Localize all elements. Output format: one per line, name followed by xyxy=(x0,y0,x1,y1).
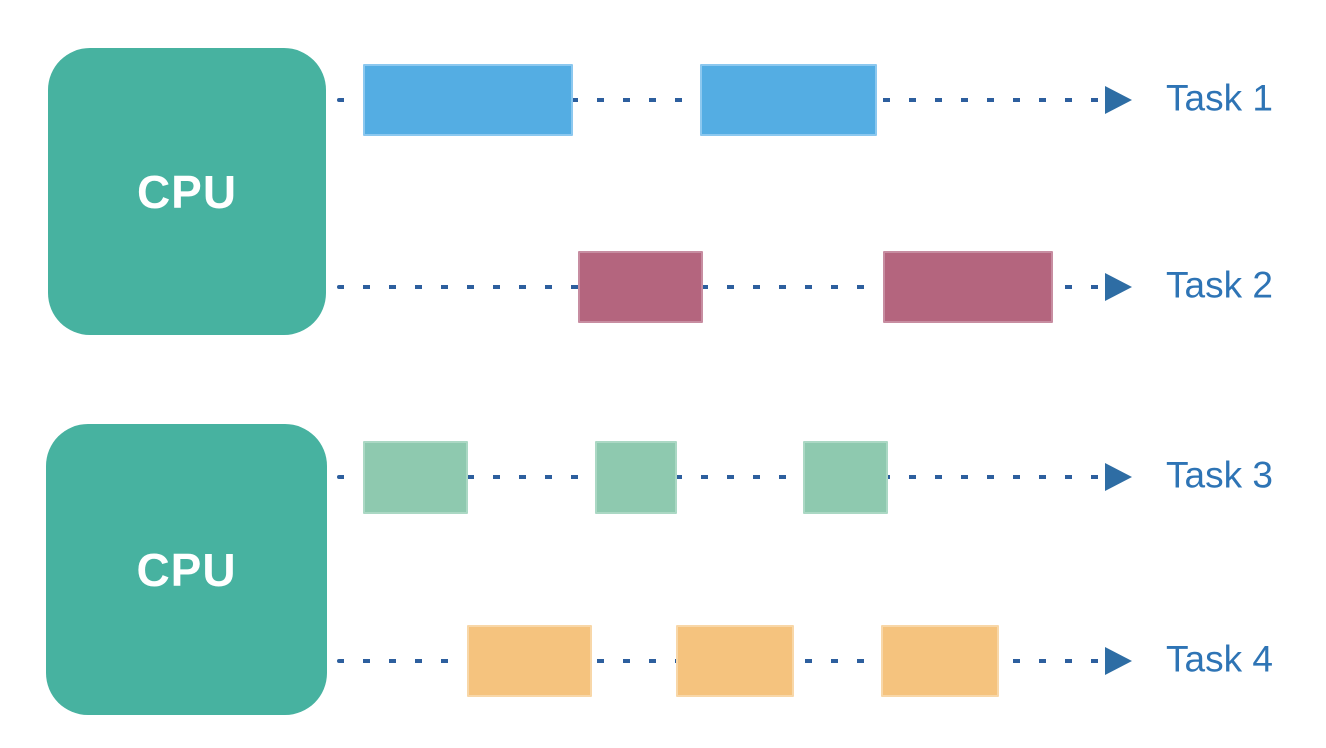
task-label: Task 3 xyxy=(1166,454,1273,496)
execution-block xyxy=(883,251,1053,323)
cpu-box: CPU xyxy=(46,424,327,715)
task-label: Task 2 xyxy=(1166,264,1273,306)
execution-block xyxy=(676,625,794,697)
execution-block xyxy=(803,440,888,514)
cpu-label: CPU xyxy=(136,543,237,596)
execution-block xyxy=(467,625,592,697)
execution-block xyxy=(363,64,573,136)
timeline-dashed-line xyxy=(337,475,1105,479)
cpu-box: CPU xyxy=(48,48,326,335)
execution-block xyxy=(595,440,677,514)
execution-block xyxy=(578,251,703,323)
arrowhead-icon xyxy=(1105,273,1132,301)
execution-block xyxy=(881,625,999,697)
task-label: Task 1 xyxy=(1166,77,1273,119)
execution-block xyxy=(700,64,877,136)
timeline-dashed-line xyxy=(337,285,1105,289)
execution-block xyxy=(363,440,468,514)
arrowhead-icon xyxy=(1105,463,1132,491)
arrowhead-icon xyxy=(1105,647,1132,675)
arrowhead-icon xyxy=(1105,86,1132,114)
cpu-label: CPU xyxy=(136,165,238,218)
task-label: Task 4 xyxy=(1166,638,1273,680)
